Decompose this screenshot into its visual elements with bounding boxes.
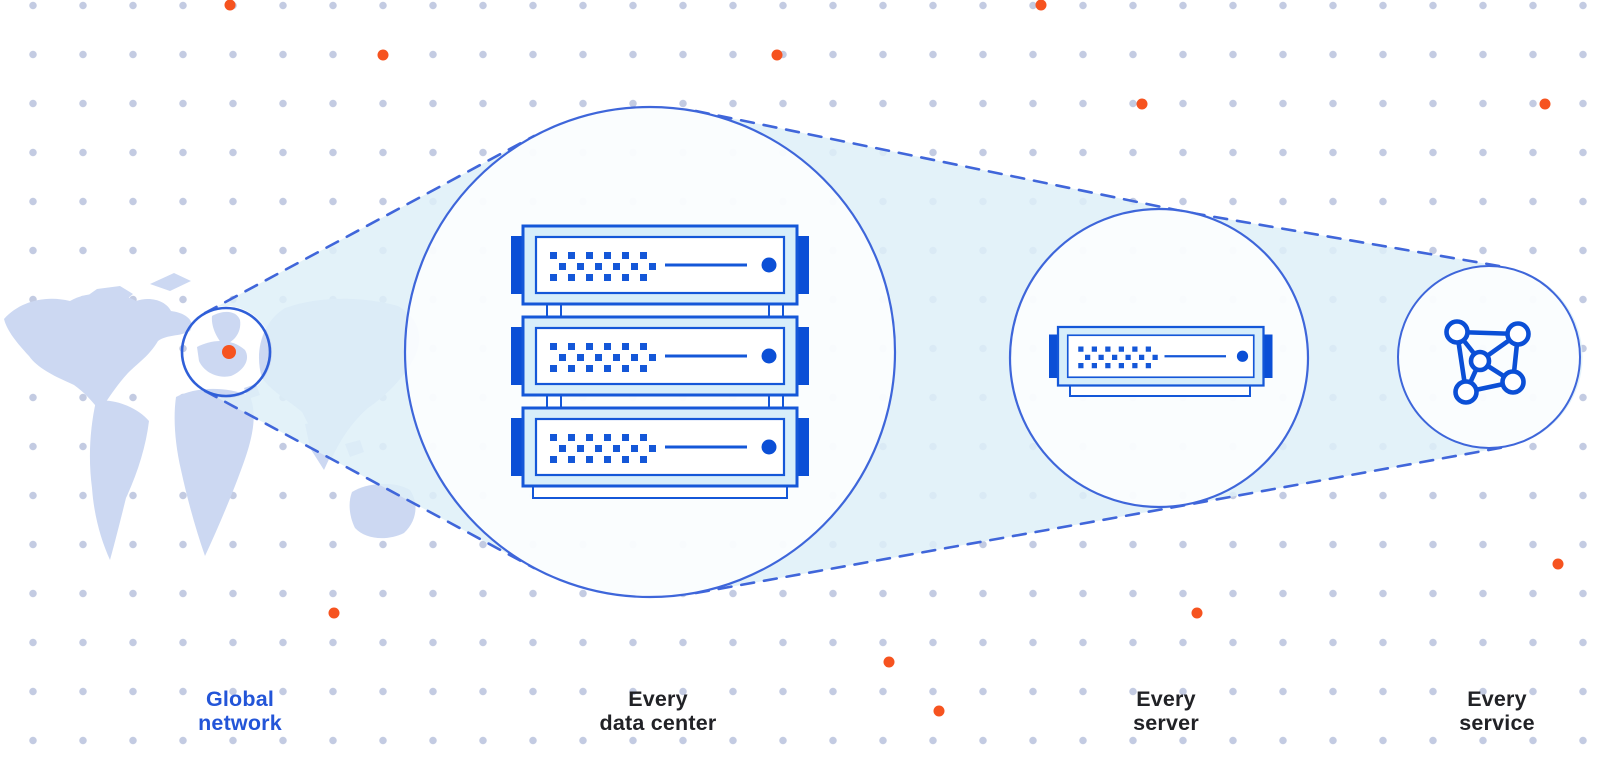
label-line: server xyxy=(1133,710,1199,735)
accent-dot xyxy=(883,656,895,668)
accent-dot xyxy=(328,607,340,619)
label-line: data center xyxy=(599,710,717,735)
accent-dot xyxy=(224,0,236,11)
service-circle xyxy=(1397,265,1581,449)
accent-dot xyxy=(771,49,783,61)
accent-dots xyxy=(224,0,1564,717)
label-global-network: Global network xyxy=(198,687,282,735)
accent-dot xyxy=(1191,607,1203,619)
network-graph-icon xyxy=(1444,319,1531,405)
label-line: Global xyxy=(205,687,275,711)
accent-dot xyxy=(933,705,945,717)
server-unit-icon xyxy=(1047,325,1274,397)
label-line: Every xyxy=(1467,687,1527,711)
globe-highlight xyxy=(180,306,272,398)
label-line: network xyxy=(198,710,282,735)
label-every-server: Every server xyxy=(1133,687,1199,735)
location-pin-dot xyxy=(222,345,236,359)
accent-dot xyxy=(1136,98,1148,110)
label-every-service: Every service xyxy=(1459,687,1535,735)
label-line: Every xyxy=(1136,687,1196,711)
label-every-data-center: Every data center xyxy=(599,687,717,735)
label-line: Every xyxy=(628,687,688,711)
server-rack-icon xyxy=(509,224,811,499)
zoom-guide-lines xyxy=(203,109,1507,595)
server-circle xyxy=(1008,207,1310,509)
data-center-circle xyxy=(403,105,897,599)
accent-dot xyxy=(1539,98,1551,110)
accent-dot xyxy=(1035,0,1047,11)
label-line: service xyxy=(1459,710,1535,735)
accent-dot xyxy=(1552,558,1564,570)
accent-dot xyxy=(377,49,389,61)
